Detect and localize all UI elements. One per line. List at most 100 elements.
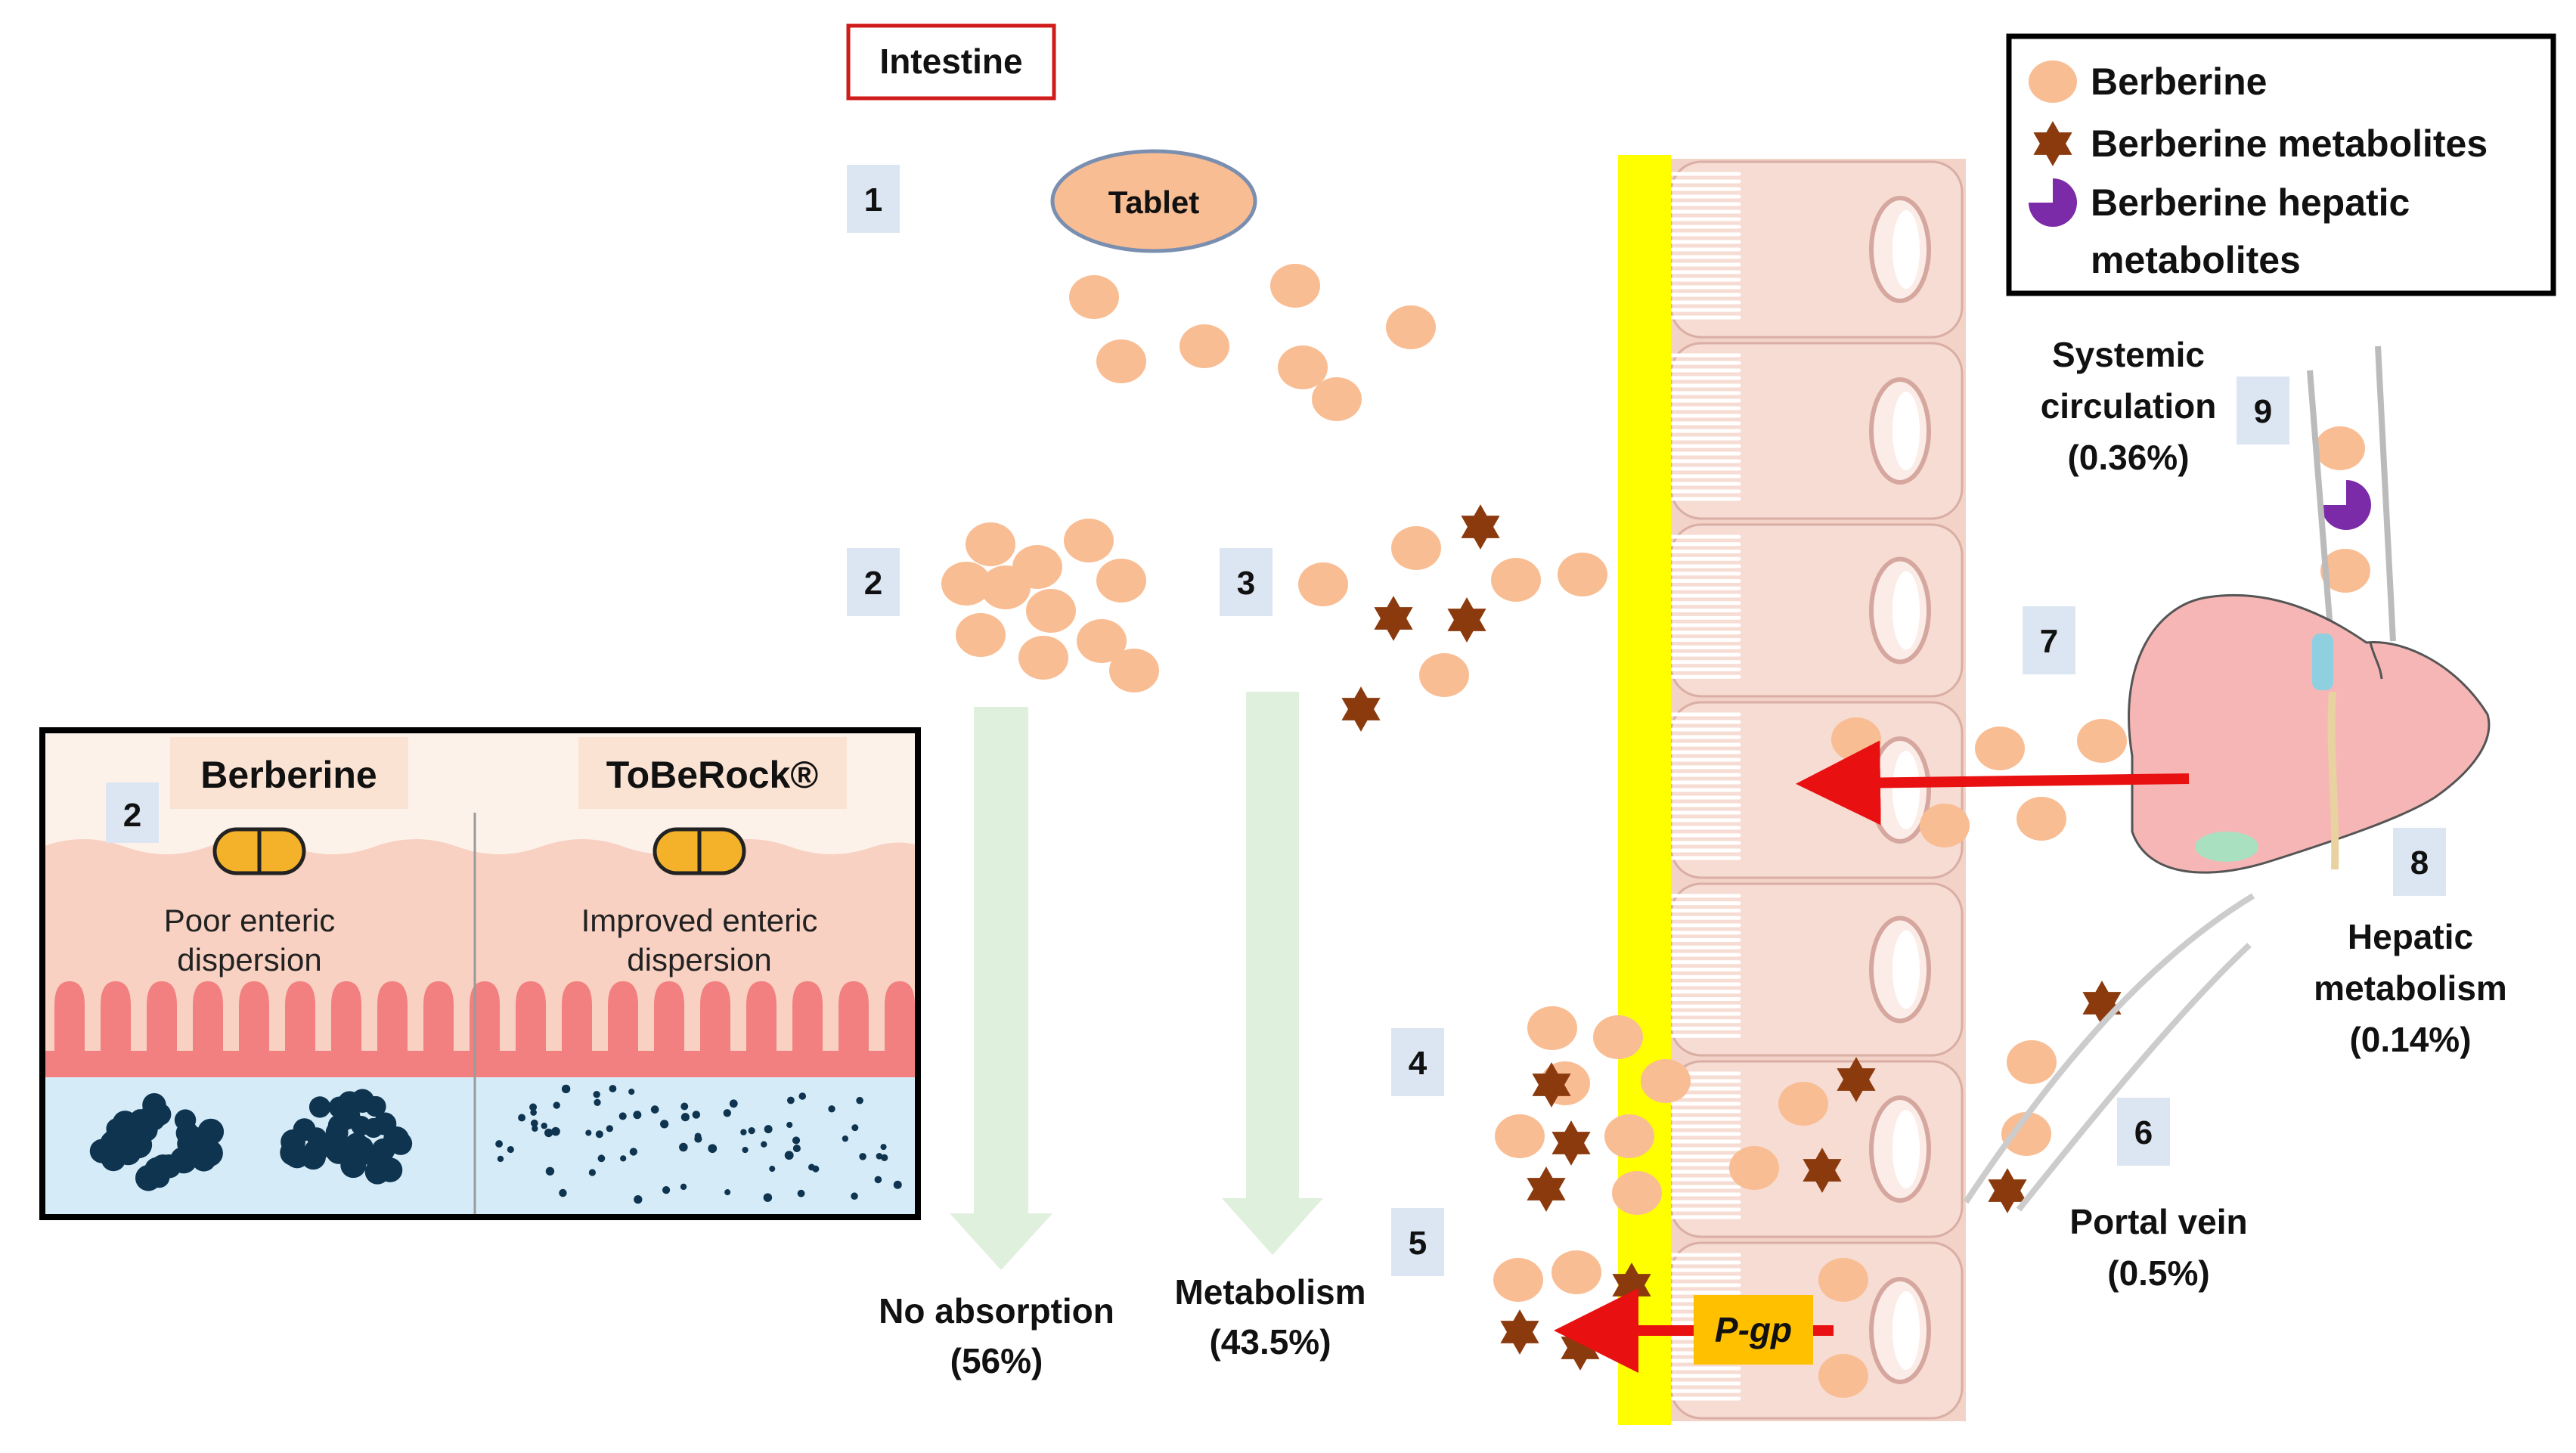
berberine-particle	[1612, 1171, 1662, 1215]
tablet: Tablet	[1050, 149, 1257, 253]
metabolite-star	[2082, 981, 2122, 1026]
step-marker-1: 1	[847, 165, 900, 233]
step-number: 9	[2254, 393, 2272, 430]
metabolite-star	[1551, 1120, 1591, 1166]
berberine-particle	[1493, 1258, 1543, 1302]
berberine-particle	[1096, 559, 1146, 603]
berberine-particle	[2320, 549, 2370, 593]
berberine-particle	[1018, 636, 1068, 680]
berberine-particle	[1312, 377, 1362, 421]
liver	[2128, 593, 2491, 874]
legend-pacman-icon	[2029, 178, 2077, 227]
intestinal-wall	[1618, 155, 1966, 1425]
berberine-particle	[1180, 324, 1229, 368]
capsule-icon	[653, 827, 746, 875]
berberine-particle	[1975, 726, 2025, 770]
step-number: 1	[864, 181, 882, 218]
outcome-portal-vein: Portal vein(0.5%)	[2069, 1202, 2247, 1293]
pgp-transporter: P-gp	[1694, 1295, 1813, 1365]
berberine-particle	[1729, 1146, 1779, 1190]
lumen-layer	[42, 1077, 918, 1217]
berberine-particle	[2077, 719, 2127, 763]
systemic-vessel	[2307, 345, 2396, 658]
berberine-particle	[1419, 653, 1469, 697]
dispersed-particles	[495, 1084, 902, 1204]
berberine-particle	[1278, 345, 1328, 389]
step-marker-9: 9	[2237, 376, 2289, 445]
step-marker-6: 6	[2117, 1098, 2170, 1166]
intestine-label: Intestine	[879, 42, 1022, 81]
no-absorption-arrow	[950, 707, 1052, 1270]
step-marker-8: 8	[2393, 828, 2446, 896]
portal-vein	[1963, 893, 2255, 1212]
berberine-particle	[1391, 526, 1441, 570]
berberine-particle	[2001, 1112, 2051, 1156]
metabolite-star	[1447, 597, 1486, 643]
berberine-particle	[1298, 562, 1348, 606]
berberine-particle	[1077, 619, 1127, 663]
step-marker-7: 7	[2023, 606, 2075, 674]
step-number: 4	[1409, 1045, 1427, 1082]
metabolite-star	[1341, 686, 1381, 732]
berberine-particle	[1096, 339, 1146, 383]
berberine-particles	[941, 264, 2433, 1398]
step-number: 8	[2410, 844, 2429, 881]
inset-right-title: ToBeRock®	[606, 754, 819, 796]
epithelial-cells	[1669, 160, 1964, 1420]
berberine-particle	[1069, 275, 1119, 319]
step-marker-4: 4	[1391, 1028, 1444, 1096]
berberine-particle	[1270, 264, 1320, 308]
berberine-particle	[2016, 797, 2066, 841]
berberine-particle	[1491, 558, 1541, 602]
inset-step-number: 2	[123, 797, 141, 834]
berberine-particle	[1920, 804, 1970, 847]
berberine-particle	[1527, 1006, 1577, 1050]
step-marker-5: 5	[1391, 1208, 1444, 1276]
outcome-metabolism: Metabolism(43.5%)	[1174, 1272, 1365, 1362]
capsule-icon	[212, 827, 306, 875]
outcome-no-absorption: No absorption(56%)	[879, 1291, 1114, 1380]
tablet-label: Tablet	[1108, 184, 1200, 220]
metabolite-star	[1561, 1325, 1600, 1371]
legend-item-star: Berberine metabolites	[2033, 121, 2488, 166]
berberine-particle	[966, 522, 1015, 566]
step-number: 7	[2040, 623, 2058, 660]
step-number: 5	[1409, 1225, 1427, 1262]
legend-label: Berberine	[2091, 60, 2267, 103]
berberine-particle	[1109, 649, 1159, 692]
berberine-particle	[1495, 1114, 1545, 1158]
legend-circle-icon	[2029, 60, 2077, 103]
berberine-particle	[1551, 1250, 1601, 1294]
intestinal-barrier	[1618, 155, 1671, 1425]
step-number: 2	[864, 565, 882, 602]
liver-to-intestine-arrow	[1796, 740, 2190, 826]
metabolite-star	[1527, 1166, 1566, 1212]
metabolite-star	[1500, 1309, 1539, 1355]
berberine-particle	[941, 562, 991, 606]
berberine-aggregate	[89, 1092, 225, 1191]
berberine-particle	[2315, 426, 2365, 470]
metabolism-arrow	[1222, 692, 1323, 1255]
legend-item-circle: Berberine	[2029, 60, 2267, 103]
epithelial-cell	[1669, 1060, 1964, 1238]
berberine-particle	[1778, 1082, 1828, 1126]
berberine-particle	[956, 613, 1006, 657]
hepatic-metabolite	[2321, 480, 2371, 530]
berberine-particle	[2007, 1040, 2057, 1084]
berberine-particle	[1593, 1015, 1643, 1059]
outcome-labels: No absorption(56%) Metabolism(43.5%) Porta…	[879, 335, 2507, 1380]
legend-label: Berberine metabolites	[2091, 122, 2488, 165]
epithelial-cell	[1669, 342, 1964, 520]
inset-left-title: Berberine	[200, 754, 377, 796]
epithelial-cell	[1669, 882, 1964, 1057]
berberine-particle	[981, 565, 1031, 609]
berberine-particle	[1604, 1114, 1654, 1158]
